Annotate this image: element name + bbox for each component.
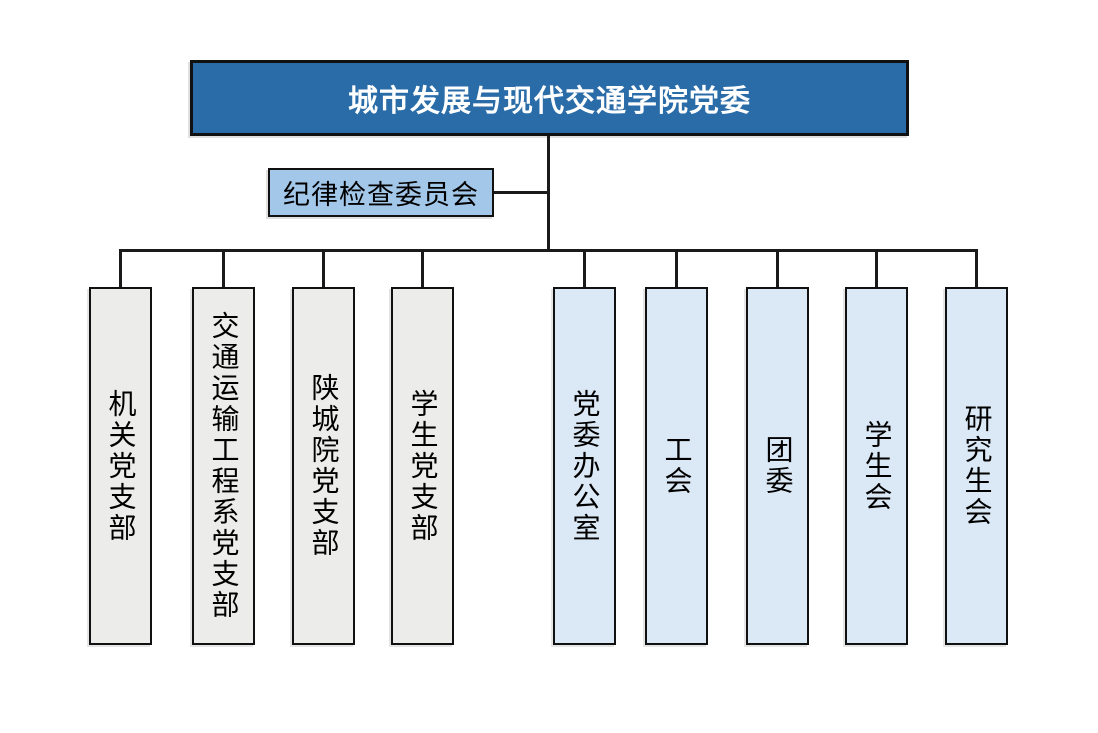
branch-node: 工会 xyxy=(645,287,708,645)
branch-label: 学生党支部 xyxy=(407,388,439,544)
branch-label: 机关党支部 xyxy=(105,388,137,544)
branch-node: 研究生会 xyxy=(945,287,1008,645)
branch-label: 团委 xyxy=(762,435,794,497)
root-node: 城市发展与现代交通学院党委 xyxy=(190,60,909,136)
branch-label: 党委办公室 xyxy=(569,388,601,544)
drop-connector xyxy=(421,249,424,288)
branch-label: 陕城院党支部 xyxy=(308,373,340,559)
drop-connector xyxy=(975,249,978,288)
branch-node: 团委 xyxy=(746,287,809,645)
drop-connector xyxy=(222,249,225,288)
root-label: 城市发展与现代交通学院党委 xyxy=(348,85,751,118)
branch-node: 党委办公室 xyxy=(553,287,616,645)
branch-node: 学生会 xyxy=(845,287,908,645)
drop-connector xyxy=(583,249,586,288)
drop-connector xyxy=(675,249,678,288)
committee-connector xyxy=(494,191,548,194)
branch-node: 交通运输工程系党支部 xyxy=(192,287,255,645)
committee-label: 纪律检查委员会 xyxy=(283,180,479,210)
trunk-connector xyxy=(547,136,550,250)
branch-label: 交通运输工程系党支部 xyxy=(208,311,240,621)
branch-label: 工会 xyxy=(661,435,693,497)
drop-connector xyxy=(875,249,878,288)
bus-connector xyxy=(119,249,978,252)
branch-label: 研究生会 xyxy=(961,404,993,528)
drop-connector xyxy=(776,249,779,288)
branch-label: 学生会 xyxy=(861,419,893,513)
branch-node: 机关党支部 xyxy=(89,287,152,645)
drop-connector xyxy=(119,249,122,288)
drop-connector xyxy=(322,249,325,288)
branch-node: 陕城院党支部 xyxy=(292,287,355,645)
branch-node: 学生党支部 xyxy=(391,287,454,645)
committee-node: 纪律检查委员会 xyxy=(268,168,494,217)
